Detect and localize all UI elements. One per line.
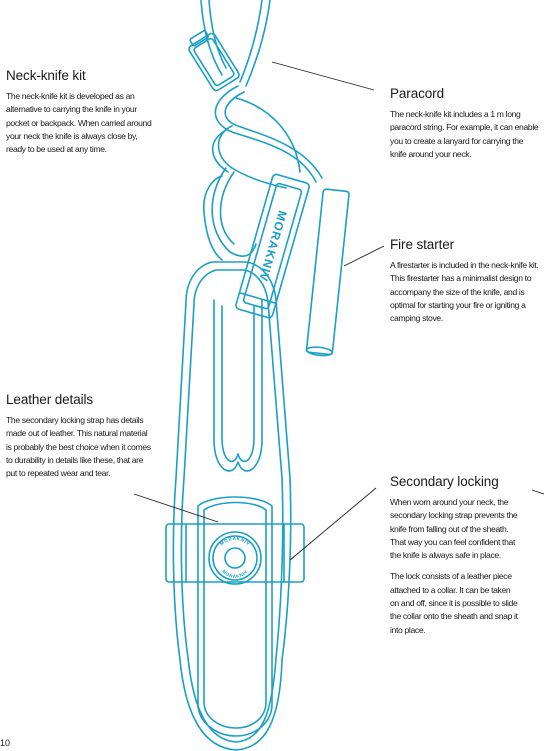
leather-strap <box>197 496 273 737</box>
paracord-loop-2 <box>235 97 301 173</box>
paracord-loop-4-inner <box>219 171 235 245</box>
leather-strap-inner <box>203 501 267 729</box>
neck-knife-kit-section: Neck-knife kit The neck-knife kit is dev… <box>6 68 156 156</box>
paracord-text: The neck-knife kit includes a 1 m long p… <box>390 109 539 159</box>
paracord-section: Paracord The neck-knife kit includes a 1… <box>390 86 540 161</box>
paracord-heading: Paracord <box>390 86 444 101</box>
paracord-loop-5 <box>203 175 223 261</box>
secondary-locking-text-1: When worn around your neck, the secondar… <box>390 497 518 561</box>
paracord-loop-4 <box>211 167 257 257</box>
striker <box>235 173 310 319</box>
sheath-body-inner <box>180 269 284 743</box>
secondary-locking-section: Secondary locking When worn around your … <box>390 474 520 637</box>
cord-lock <box>188 30 240 92</box>
leader-line-leather <box>133 493 219 523</box>
paracord-strand-right-inner <box>245 0 271 87</box>
secondary-locking-text-2: The lock consists of a leather piece att… <box>390 571 518 635</box>
snap-ring-text-top: MORAKNIV <box>219 536 251 547</box>
paracord-strand-left-inner <box>208 0 227 69</box>
neck-knife-kit-heading: Neck-knife kit <box>6 68 86 83</box>
snap-button <box>208 531 262 585</box>
leader-line-fire-starter <box>343 245 385 267</box>
sheath-fold-inner <box>221 305 255 463</box>
paracord-strand-left <box>200 0 223 76</box>
sheath-body <box>172 261 292 751</box>
paracord-loop-3 <box>217 125 287 189</box>
page-number: 10 <box>0 738 11 748</box>
leather-details-heading: Leather details <box>6 392 94 407</box>
leather-details-text: The secondary locking strap has details … <box>6 415 151 479</box>
leader-line-secondary <box>289 487 377 561</box>
secondary-locking-heading: Secondary locking <box>390 474 499 489</box>
paracord-loop-1-inner <box>224 91 323 179</box>
sheath-fold <box>213 299 263 472</box>
fire-starter <box>305 188 350 357</box>
leader-line-paracord <box>271 61 375 91</box>
collar <box>165 523 305 583</box>
fire-starter-text: A firestarter is included in the neck-kn… <box>390 260 539 324</box>
fire-starter-section: Fire starter A firestarter is included i… <box>390 237 542 325</box>
leather-details-section: Leather details The secondary locking st… <box>6 392 154 480</box>
neck-knife-kit-text: The neck-knife kit is developed as an al… <box>6 91 152 155</box>
paracord-strand-right <box>239 0 263 83</box>
leader-line-edge <box>531 489 544 495</box>
paracord-loop-3-inner <box>211 129 229 173</box>
fire-starter-heading: Fire starter <box>390 237 455 252</box>
